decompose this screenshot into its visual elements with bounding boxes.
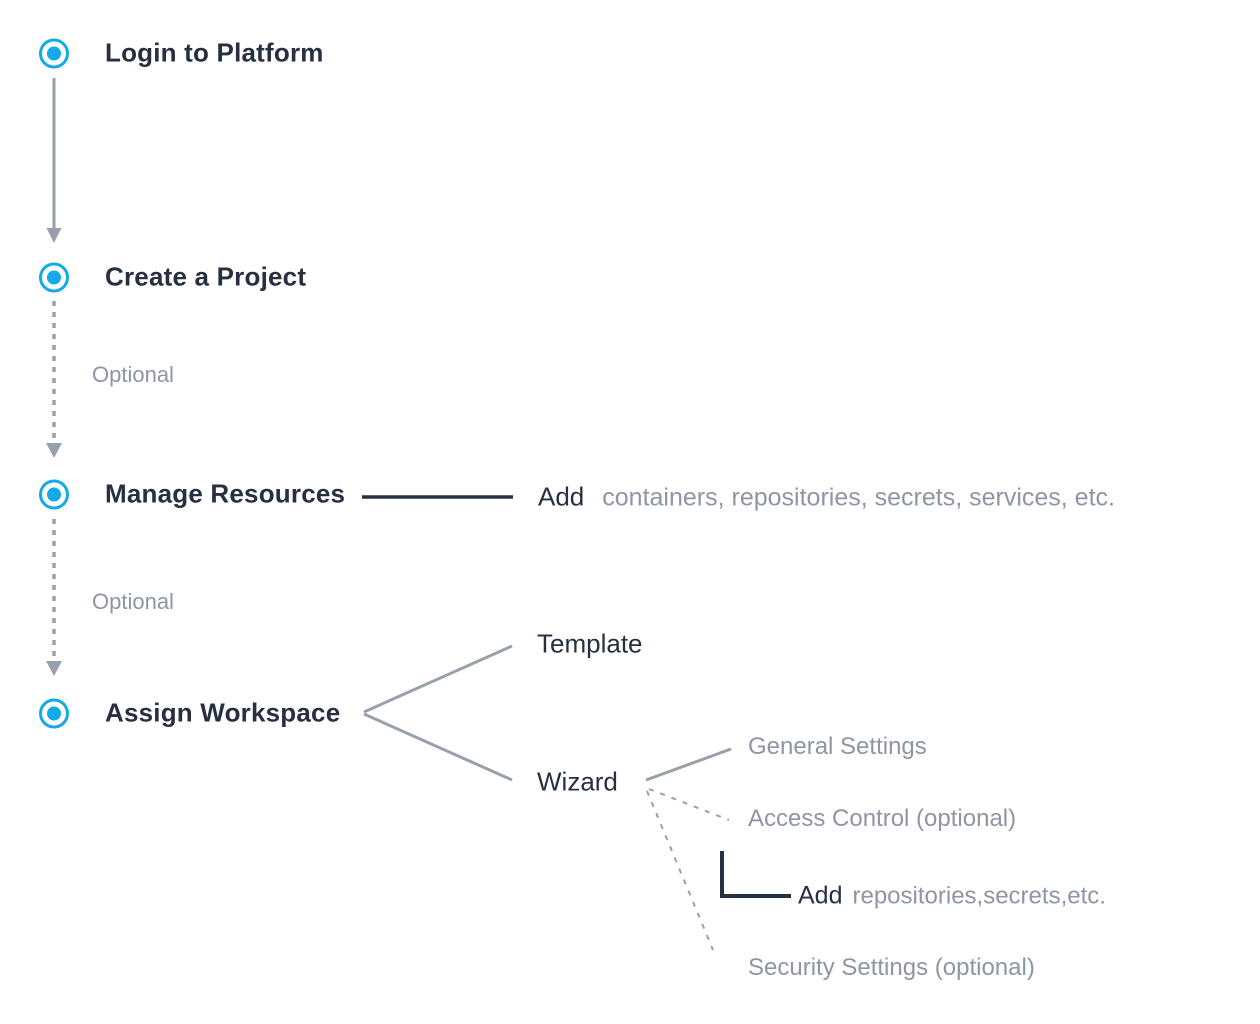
wizard-step-security-settings: Security Settings (optional) <box>748 954 1035 981</box>
radio-dot-icon <box>47 487 61 501</box>
option-wizard: Wizard <box>537 766 618 797</box>
radio-icon <box>39 262 69 292</box>
add-action-label: Add <box>538 481 585 512</box>
step-manage-resources: Manage Resources <box>39 479 345 510</box>
step-assign-workspace: Assign Workspace <box>39 698 340 729</box>
step-label-login: Login to Platform <box>105 37 324 68</box>
wizard-step-general-settings: General Settings <box>748 733 927 760</box>
optional-label-1: Optional <box>92 362 174 387</box>
radio-icon <box>39 698 69 728</box>
add-detail-label: repositories,secrets,etc. <box>852 882 1106 910</box>
option-template: Template <box>537 628 643 659</box>
step-create-project: Create a Project <box>39 262 306 293</box>
step-login: Login to Platform <box>39 38 324 69</box>
optional-label-2: Optional <box>92 589 174 614</box>
step-label-assign-workspace: Assign Workspace <box>105 697 341 728</box>
add-detail-label: containers, repositories, secrets, servi… <box>602 483 1115 512</box>
manage-resources-note: Add containers, repositories, secrets, se… <box>538 482 1115 513</box>
step-label-manage-resources: Manage Resources <box>105 478 346 509</box>
add-action-label: Add <box>798 881 843 910</box>
wizard-add-note: Add repositories,secrets,etc. <box>798 882 1106 911</box>
radio-dot-icon <box>47 270 61 284</box>
radio-icon <box>39 479 69 509</box>
radio-icon <box>39 38 69 68</box>
radio-dot-icon <box>47 46 61 60</box>
step-label-create-project: Create a Project <box>105 261 307 292</box>
wizard-step-access-control: Access Control (optional) <box>748 805 1017 832</box>
radio-dot-icon <box>47 706 61 720</box>
